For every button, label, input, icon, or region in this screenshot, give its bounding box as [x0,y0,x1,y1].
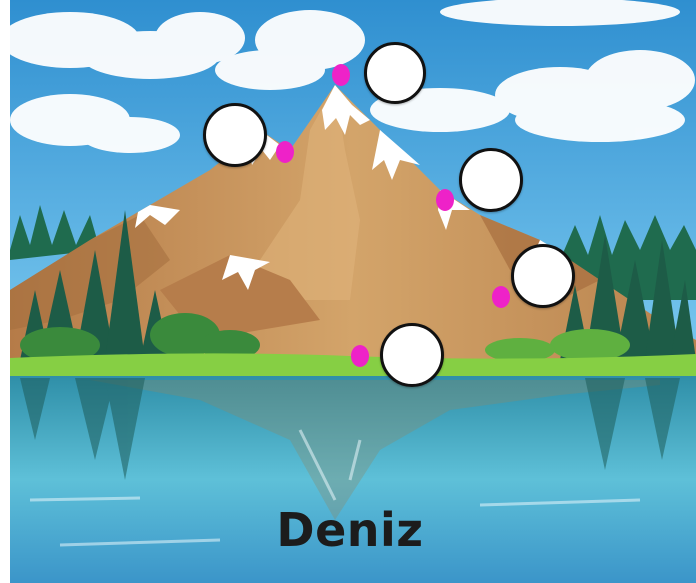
label-slot-peak[interactable] [364,42,426,104]
label-slot-upper-right-slope[interactable] [459,148,523,212]
marker-lower-right-slope [492,286,510,308]
shore [10,353,696,378]
scene-caption: Deniz [276,503,424,557]
label-slot-upper-left-slope[interactable] [203,103,267,167]
label-slot-base[interactable] [380,323,444,387]
marker-peak [332,64,350,86]
clouds [0,0,695,153]
label-slot-lower-right-slope[interactable] [511,244,575,308]
marker-upper-right-slope [436,189,454,211]
forest-right [560,235,696,360]
marker-upper-left-slope [276,141,294,163]
marker-base [351,345,369,367]
